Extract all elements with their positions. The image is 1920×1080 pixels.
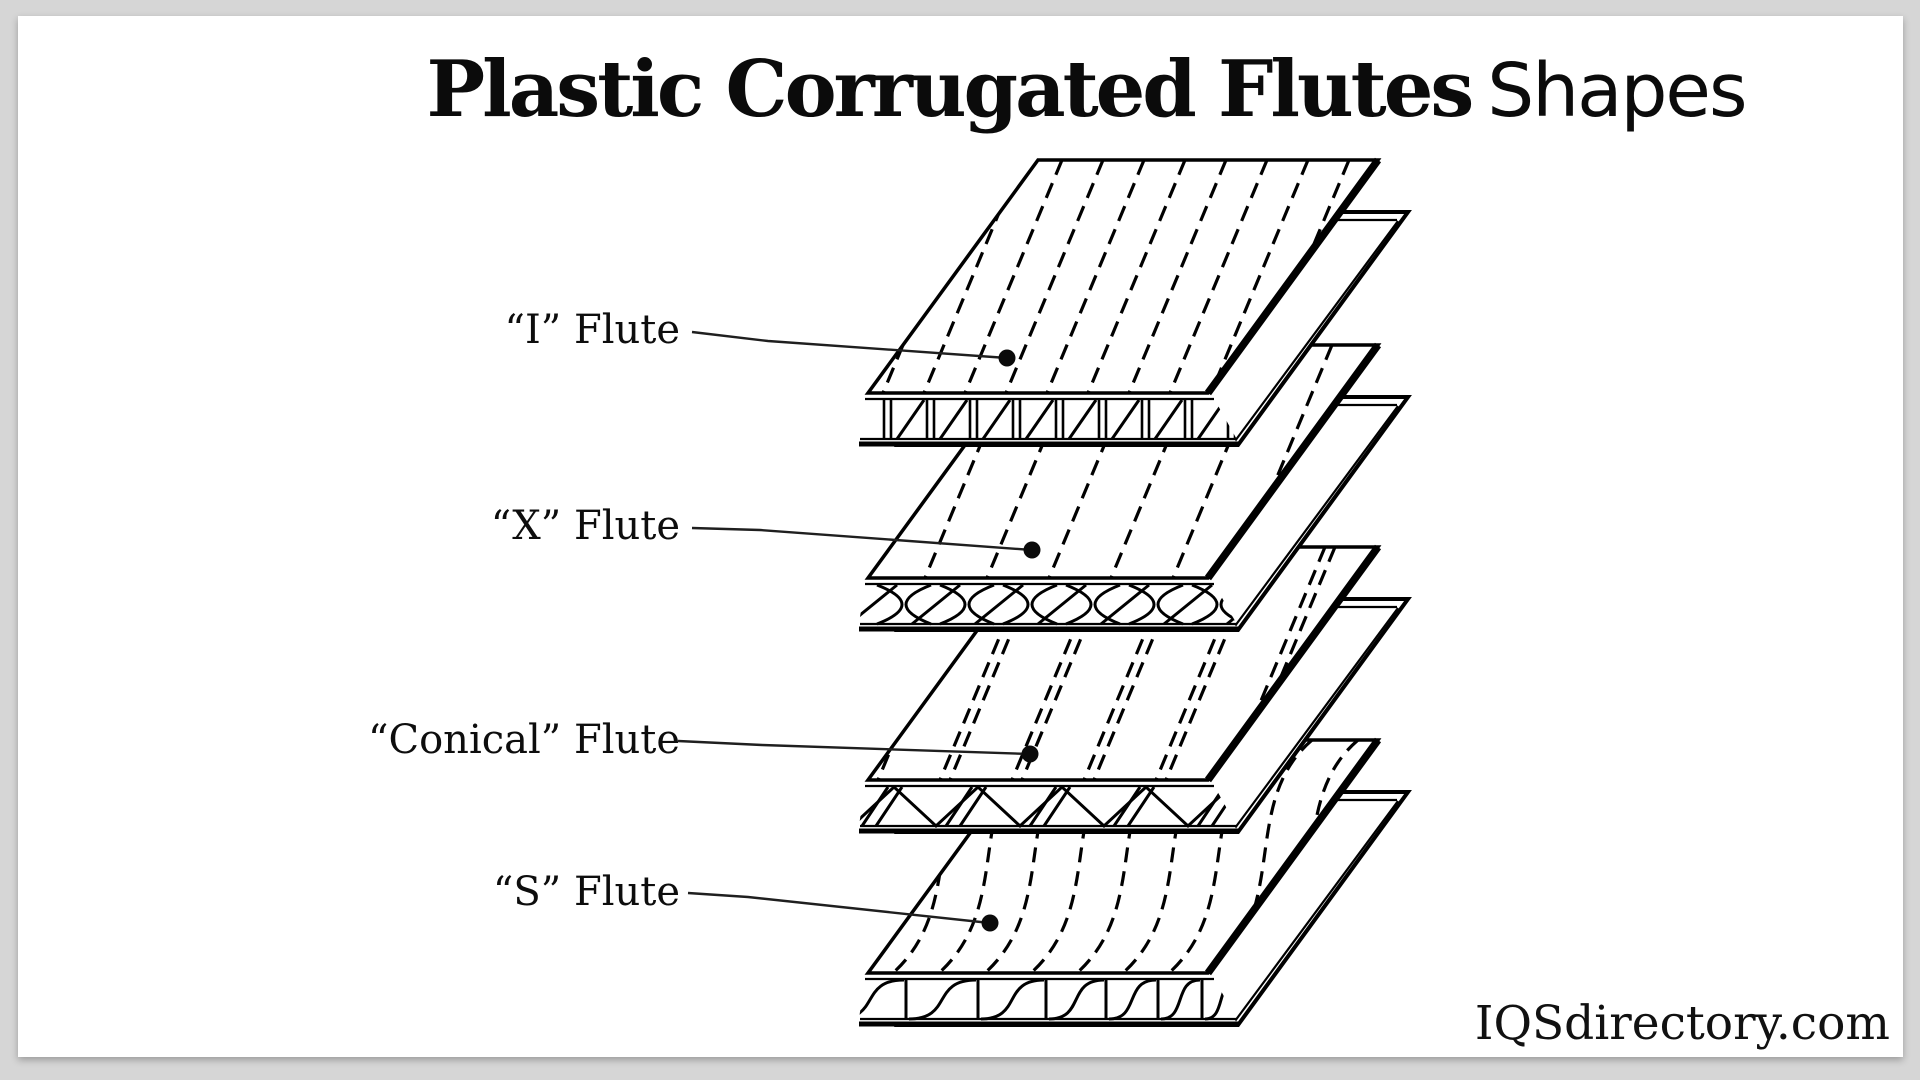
title-suffix: Shapes (1487, 48, 1747, 134)
flute-label-x: “X” Flute (490, 503, 680, 549)
title-main: Plastic Corrugated Flutes (426, 44, 1474, 135)
watermark-text: IQSdirectory.com (1474, 996, 1890, 1051)
flute-label-s: “S” Flute (492, 869, 680, 915)
flute-label-i: “I” Flute (504, 307, 680, 353)
flute-label-conical: “Conical” Flute (368, 717, 680, 763)
